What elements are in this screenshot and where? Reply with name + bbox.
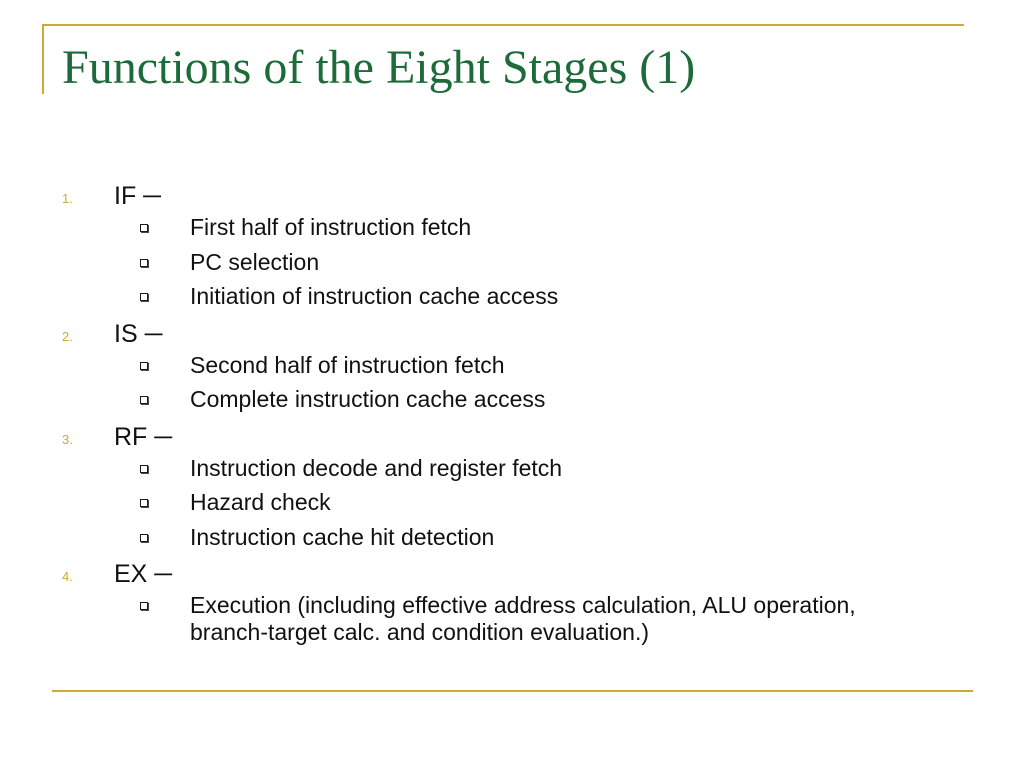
- stage-number: 4.: [62, 569, 73, 584]
- stage-function-list: First half of instruction fetch PC select…: [62, 214, 962, 318]
- stage-label: IF ─: [114, 182, 161, 210]
- stage-function-item: Instruction decode and register fetch: [62, 455, 962, 490]
- slide-title: Functions of the Eight Stages (1): [62, 41, 696, 94]
- stage-item: 3. RF ─ Instruction decode and register fe…: [62, 421, 962, 559]
- stage-function-item: Hazard check: [62, 489, 962, 524]
- stage-number: 1.: [62, 191, 73, 206]
- stage-heading: 1. IF ─: [62, 180, 962, 214]
- stage-number: 2.: [62, 328, 73, 344]
- stage-label: EX ─: [114, 560, 173, 588]
- stage-function-text: Hazard check: [190, 489, 331, 515]
- stage-item: 1. IF ─ First half of instruction fetch PC …: [62, 180, 962, 318]
- hollow-square-bullet-icon: [140, 258, 148, 267]
- stage-function-text: PC selection: [190, 248, 320, 275]
- hollow-square-bullet-icon: [140, 464, 148, 473]
- stage-function-item: Initiation of instruction cache access: [62, 283, 962, 318]
- frame-top-rule: [42, 24, 964, 26]
- stage-function-text: First half of instruction fetch: [190, 214, 472, 240]
- stage-function-text: Execution (including effective address c…: [190, 592, 856, 645]
- stage-number: 3.: [62, 431, 73, 447]
- stage-function-item: PC selection: [62, 249, 962, 284]
- stage-function-text: Instruction cache hit detection: [190, 523, 495, 550]
- stage-heading: 3. RF ─: [62, 421, 962, 455]
- stage-function-text: Complete instruction cache access: [190, 386, 546, 412]
- stage-label: RF ─: [114, 422, 172, 451]
- stage-function-text: Instruction decode and register fetch: [190, 454, 563, 481]
- hollow-square-bullet-icon: [140, 396, 148, 404]
- stage-function-list: Execution (including effective address c…: [62, 592, 962, 646]
- hollow-square-bullet-icon: [140, 361, 148, 370]
- stage-function-item: Instruction cache hit detection: [62, 524, 962, 559]
- stage-heading: 4. EX ─: [62, 558, 962, 592]
- frame-bottom-rule: [52, 690, 973, 692]
- stage-function-item: First half of instruction fetch: [62, 214, 962, 249]
- frame-left-rule: [42, 24, 44, 94]
- stage-heading: 2. IS ─: [62, 318, 962, 352]
- stage-function-text: Second half of instruction fetch: [190, 351, 505, 378]
- hollow-square-bullet-icon: [140, 602, 148, 610]
- stage-function-item: Second half of instruction fetch: [62, 352, 962, 387]
- hollow-square-bullet-icon: [140, 533, 148, 542]
- hollow-square-bullet-icon: [140, 499, 148, 507]
- stage-function-text: Initiation of instruction cache access: [190, 283, 559, 309]
- hollow-square-bullet-icon: [140, 224, 148, 232]
- stage-item: 4. EX ─ Execution (including effective add…: [62, 558, 962, 646]
- hollow-square-bullet-icon: [140, 293, 148, 301]
- stage-label: IS ─: [114, 319, 163, 348]
- stage-list: 1. IF ─ First half of instruction fetch PC …: [62, 180, 962, 646]
- stage-function-item: Complete instruction cache access: [62, 386, 962, 421]
- stage-function-item: Execution (including effective address c…: [62, 592, 962, 646]
